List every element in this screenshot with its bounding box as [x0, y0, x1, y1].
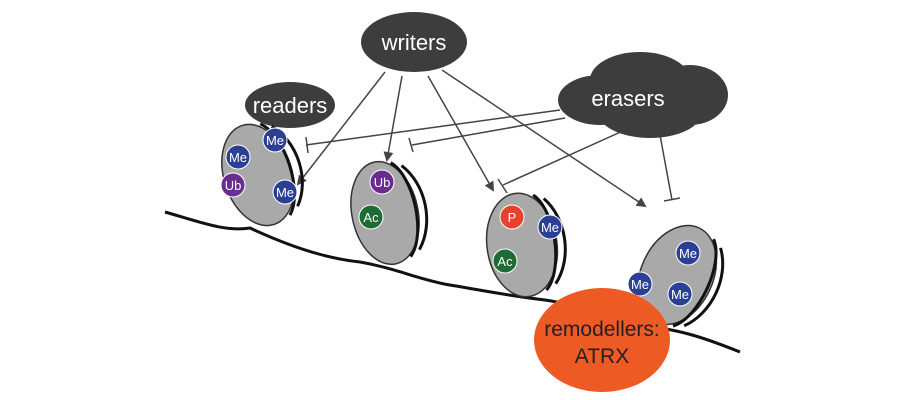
erasers-label: erasers: [591, 86, 664, 111]
atrx-label: ATRX: [575, 345, 629, 368]
mark-me-n1-top: Me: [262, 127, 288, 153]
remodellers-label: remodellers:: [544, 318, 660, 341]
me-label: Me: [229, 150, 247, 165]
mark-ac-n2: Ac: [358, 204, 384, 230]
mark-p-n3: P: [499, 204, 525, 230]
mark-me-n4-bottom: Me: [667, 281, 693, 307]
writers-blob: writers: [361, 12, 467, 72]
ub-label: Ub: [374, 175, 391, 190]
writer-arrow-4: [441, 69, 647, 208]
writer-arrow-3: [427, 75, 494, 192]
mark-me-n4-top: Me: [675, 240, 701, 266]
p-label: P: [508, 210, 517, 225]
mark-me-n1-left: Me: [225, 144, 251, 170]
ub-label: Ub: [225, 178, 242, 193]
me-label: Me: [541, 220, 559, 235]
ac-label: Ac: [363, 210, 379, 225]
readers-label: readers: [253, 93, 328, 118]
writers-label: writers: [381, 30, 447, 55]
me-label: Me: [679, 246, 697, 261]
mark-me-n4-left: Me: [627, 271, 653, 297]
writer-arrow-2: [383, 75, 403, 162]
mark-ub-n2: Ub: [369, 169, 395, 195]
eraser-inhibit-lines: [305, 109, 681, 202]
writer-arrows: [296, 69, 647, 208]
nucleosome-1: [221, 122, 304, 227]
erasers-cloud: erasers: [558, 52, 728, 138]
writer-arrow-1: [296, 71, 386, 186]
me-label: Me: [276, 185, 294, 200]
mark-ac-n3: Ac: [492, 248, 518, 274]
mark-me-n1-bottom: Me: [272, 179, 298, 205]
readers-blob: readers: [245, 82, 335, 128]
me-label: Me: [631, 277, 649, 292]
mark-me-n3: Me: [537, 214, 563, 240]
me-label: Me: [671, 287, 689, 302]
nucleosome-2: [350, 160, 429, 266]
me-label: Me: [266, 133, 284, 148]
ac-label: Ac: [497, 254, 513, 269]
nucleosome-3: [485, 192, 567, 298]
mark-ub-n1: Ub: [220, 172, 246, 198]
remodellers-atrx: remodellers: ATRX: [534, 288, 670, 392]
